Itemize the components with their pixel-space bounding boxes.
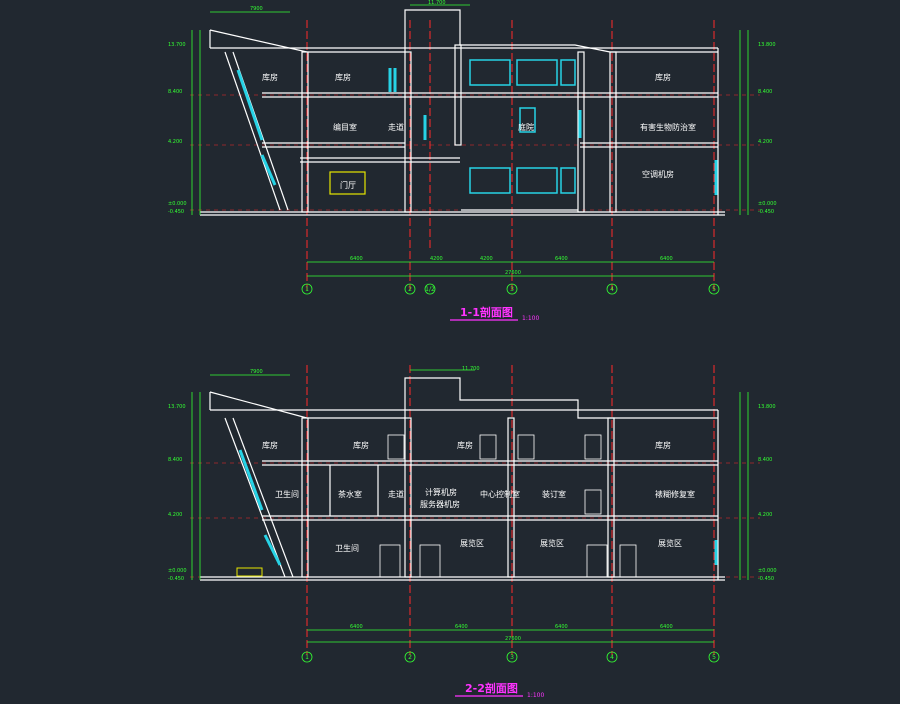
room-label: 空调机房 xyxy=(642,169,674,179)
elevation-left: 4.200 xyxy=(168,139,182,145)
dimension-texts-2: 7900 11.700 27600 6400 6400 6400 6400 13… xyxy=(168,366,777,642)
elevation-left: ±0.000 xyxy=(168,201,187,207)
room-label: 走道 xyxy=(388,489,404,499)
room-label: 卫生间 xyxy=(335,543,359,553)
section-scale-1: 1:100 xyxy=(522,315,539,322)
span-dimension: 6400 xyxy=(555,256,568,262)
section-2-2: 库房 库房 库房 库房 卫生间 茶水室 走道 计算机房 服务器机房 中心控制室 … xyxy=(168,365,777,699)
building-walls-1 xyxy=(200,9,725,216)
grid-axis-label: 5 xyxy=(712,654,716,661)
span-dimension: 6400 xyxy=(555,624,568,630)
room-label: 库房 xyxy=(335,72,351,82)
elevation-right: 8.400 xyxy=(758,89,772,95)
elevation-left: 13.700 xyxy=(168,42,186,48)
room-label: 计算机房 xyxy=(425,487,457,497)
room-label: 庭院 xyxy=(518,122,534,132)
grid-axes-1 xyxy=(306,20,715,290)
span-dimension: 4200 xyxy=(430,256,443,262)
elevation-right: ±0.000 xyxy=(758,201,777,207)
elevation-left: 8.400 xyxy=(168,457,182,463)
ground-yellow-mark xyxy=(236,567,263,577)
room-label: 服务器机房 xyxy=(420,499,460,509)
span-dimension: 4200 xyxy=(480,256,493,262)
room-label: 展览区 xyxy=(658,538,682,548)
grid-axis-label: 2 xyxy=(408,654,412,661)
elevation-left: 8.400 xyxy=(168,89,182,95)
elevation-right: 8.400 xyxy=(758,457,772,463)
grid-axes-2 xyxy=(306,365,715,655)
grid-axis-label: 2 xyxy=(408,286,412,293)
room-labels-1: 库房 库房 库房 编目室 走道 庭院 有害生物防治室 空调机房 门厅 xyxy=(262,72,696,190)
grid-axis-label: 1 xyxy=(305,286,309,293)
glass-panels-2 xyxy=(238,449,718,566)
elevation-right: 4.200 xyxy=(758,139,772,145)
span-dimension: 6400 xyxy=(660,624,673,630)
room-label: 卫生间 xyxy=(275,489,299,499)
grid-axis-label: 4 xyxy=(610,286,614,293)
elevation-right: -0.450 xyxy=(758,576,774,582)
span-dimension: 6400 xyxy=(350,624,363,630)
grid-axis-label: 3 xyxy=(510,286,514,293)
total-dimension: 27600 xyxy=(505,270,521,276)
top-dimension: 7900 xyxy=(250,369,263,375)
top-elevation: 11.700 xyxy=(428,0,446,6)
room-label: 库房 xyxy=(353,440,369,450)
section-title-1: 1-1剖面图 xyxy=(460,305,513,319)
grid-bubble-labels-1: 1 2 1/2 3 4 5 xyxy=(305,286,716,293)
grid-bubbles-2 xyxy=(301,651,720,663)
room-label: 库房 xyxy=(262,72,278,82)
span-dimension: 6400 xyxy=(455,624,468,630)
room-label: 库房 xyxy=(655,72,671,82)
elevation-right: 13.800 xyxy=(758,42,776,48)
elevation-left: -0.450 xyxy=(168,576,184,582)
elevation-left: 4.200 xyxy=(168,512,182,518)
floor-lines-1 xyxy=(190,94,760,211)
lobby-glass-box xyxy=(329,171,366,195)
room-label: 有害生物防治室 xyxy=(640,122,696,132)
room-label: 库房 xyxy=(262,440,278,450)
elevation-right: 4.200 xyxy=(758,512,772,518)
glass-panels-1 xyxy=(236,59,718,195)
room-label: 编目室 xyxy=(333,122,357,132)
top-dimension: 7900 xyxy=(250,6,263,12)
elevation-left: -0.450 xyxy=(168,209,184,215)
span-dimension: 6400 xyxy=(350,256,363,262)
grid-bubble-labels-2: 1 2 3 4 5 xyxy=(305,654,716,661)
dimension-texts-1: 7900 11.700 27600 6400 4200 4200 6400 64… xyxy=(168,0,777,276)
room-label: 装订室 xyxy=(542,489,566,499)
elevation-right: ±0.000 xyxy=(758,568,777,574)
grid-axis-label: 1/2 xyxy=(425,286,435,293)
room-label: 库房 xyxy=(655,440,671,450)
section-title-2: 2-2剖面图 xyxy=(465,681,518,695)
section-scale-2: 1:100 xyxy=(527,692,544,699)
room-label: 门厅 xyxy=(340,180,356,190)
room-label: 走道 xyxy=(388,122,404,132)
grid-axis-label: 4 xyxy=(610,654,614,661)
room-label: 展览区 xyxy=(540,538,564,548)
grid-axis-label: 5 xyxy=(712,286,716,293)
grid-axis-label: 1 xyxy=(305,654,309,661)
room-label: 展览区 xyxy=(460,538,484,548)
room-label: 库房 xyxy=(457,440,473,450)
elevation-left: 13.700 xyxy=(168,404,186,410)
section-1-1: 库房 库房 库房 编目室 走道 庭院 有害生物防治室 空调机房 门厅 7900 … xyxy=(168,0,777,322)
doors-2 xyxy=(379,434,637,578)
dimension-lines-2 xyxy=(191,369,749,643)
elevation-left: ±0.000 xyxy=(168,568,187,574)
grid-bubbles-1 xyxy=(301,283,720,295)
building-walls-2 xyxy=(200,377,725,581)
total-dimension: 27600 xyxy=(505,636,521,642)
top-elevation: 11.700 xyxy=(462,366,480,372)
room-label: 茶水室 xyxy=(338,489,362,499)
span-dimension: 6400 xyxy=(660,256,673,262)
room-label: 中心控制室 xyxy=(480,489,520,499)
room-label: 裱糊修复室 xyxy=(655,489,695,499)
grid-axis-label: 3 xyxy=(510,654,514,661)
elevation-right: 13.800 xyxy=(758,404,776,410)
dimension-lines-1 xyxy=(191,4,749,277)
elevation-right: -0.450 xyxy=(758,209,774,215)
room-labels-2: 库房 库房 库房 库房 卫生间 茶水室 走道 计算机房 服务器机房 中心控制室 … xyxy=(262,440,695,553)
